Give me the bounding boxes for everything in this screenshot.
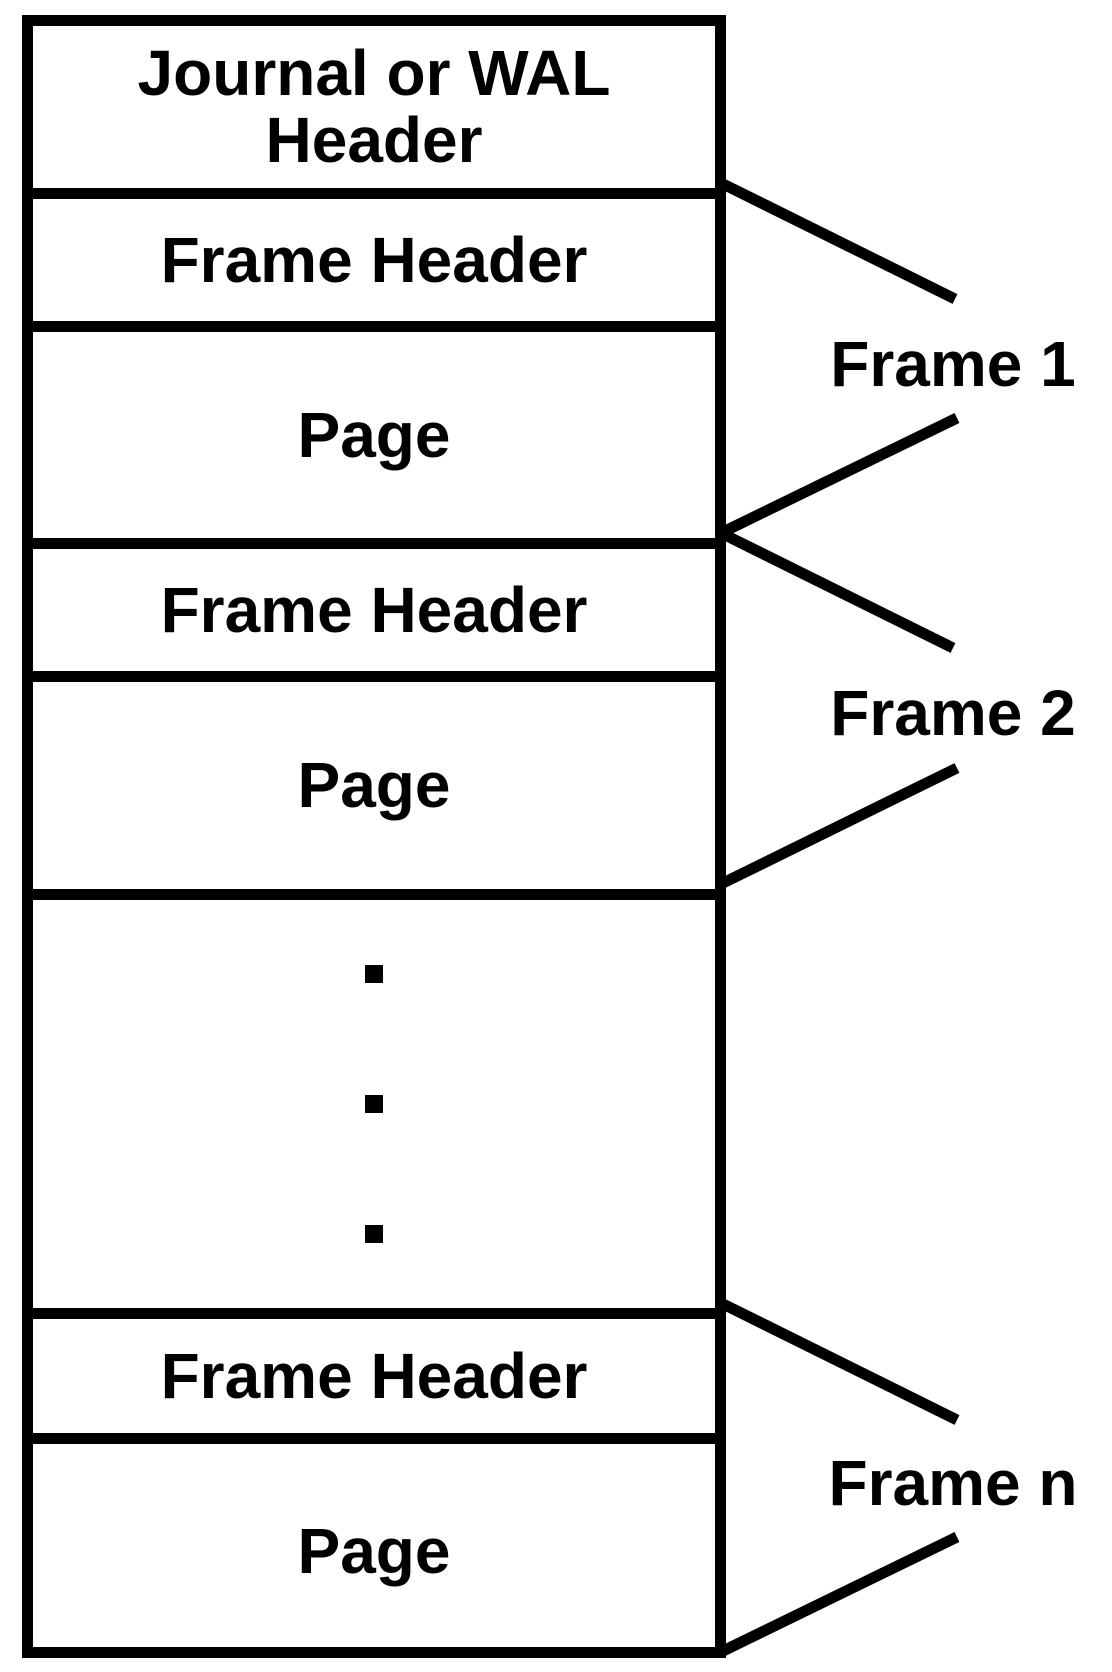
frame-2-bracket-upper-line	[718, 528, 956, 653]
page-n-box: Page	[33, 1433, 715, 1658]
frame-1-label: Frame 1	[830, 328, 1076, 400]
frame-1-bracket-lower-line	[718, 413, 960, 538]
page-n-label: Page	[297, 1514, 451, 1587]
frame-1-bracket-upper-line	[718, 178, 958, 304]
page-2-label: Page	[297, 749, 451, 821]
frame-header-1-box: Frame Header	[33, 188, 715, 321]
ellipsis-dot	[365, 1095, 383, 1113]
journal-or-wal-header-box: Journal or WAL Header	[33, 26, 715, 188]
frame-2-bracket-lower-line	[718, 763, 960, 889]
ellipsis-dot	[365, 965, 383, 983]
frame-2-label: Frame 2	[830, 677, 1076, 749]
frame-header-n-box: Frame Header	[33, 1308, 715, 1433]
ellipsis-box	[33, 889, 715, 1308]
page-2-box: Page	[33, 671, 715, 889]
frame-n-bracket-upper-line	[718, 1298, 960, 1425]
frame-n-label: Frame n	[828, 1447, 1078, 1519]
journal-or-wal-header-label: Journal or WAL Header	[137, 37, 611, 176]
page-1-label: Page	[297, 398, 451, 471]
ellipsis-dot	[365, 1225, 383, 1243]
page-1-box: Page	[33, 321, 715, 538]
frame-header-n-label: Frame Header	[160, 1339, 588, 1412]
frame-header-1-label: Frame Header	[160, 223, 588, 296]
frame-header-2-label: Frame Header	[160, 573, 588, 646]
frame-header-2-box: Frame Header	[33, 538, 715, 671]
frame-n-bracket-lower-line	[718, 1532, 960, 1657]
file-structure-column: Journal or WAL Header Frame Header Page …	[22, 15, 726, 1658]
